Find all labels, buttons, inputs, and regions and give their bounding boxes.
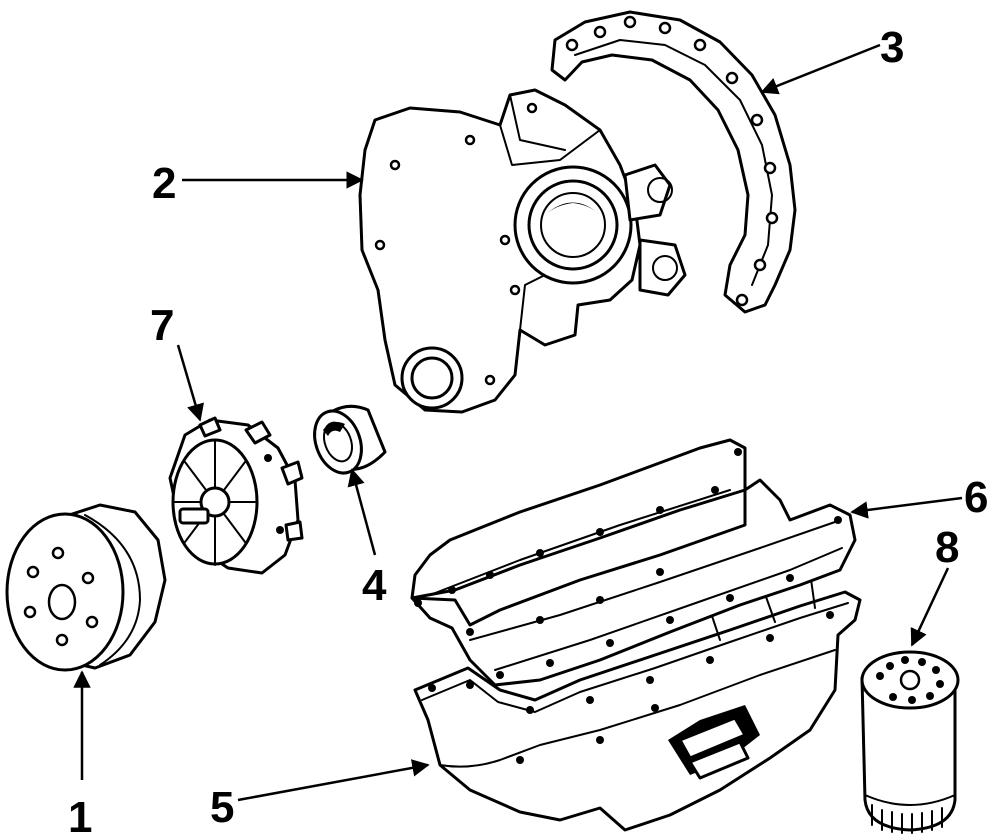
callout-3: 3 <box>880 23 904 72</box>
leader-6 <box>850 496 963 519</box>
callout-7: 7 <box>150 301 174 350</box>
part-3-cover-gasket <box>550 10 797 314</box>
part-7-water-pump <box>168 416 304 575</box>
callout-1: 1 <box>68 793 92 839</box>
callout-6: 6 <box>964 473 988 522</box>
part-6-pan-gasket <box>410 438 857 687</box>
callout-5: 5 <box>210 783 234 832</box>
part-4-crank-seal <box>313 404 387 475</box>
leader-3 <box>760 43 881 95</box>
leader-4 <box>347 468 377 556</box>
leader-lines <box>73 43 963 802</box>
leader-5 <box>237 759 430 802</box>
callout-2: 2 <box>152 159 176 208</box>
part-1-pulley <box>5 503 167 672</box>
part-8-oil-filter <box>860 650 960 834</box>
part-5-oil-pan <box>413 571 862 832</box>
callout-4: 4 <box>362 561 387 610</box>
part-2-front-cover <box>358 88 687 414</box>
leader-8 <box>910 567 950 647</box>
leader-7 <box>176 344 204 422</box>
callout-numbers: 1 2 3 4 5 6 7 8 <box>68 23 988 839</box>
callout-8: 8 <box>935 523 959 572</box>
